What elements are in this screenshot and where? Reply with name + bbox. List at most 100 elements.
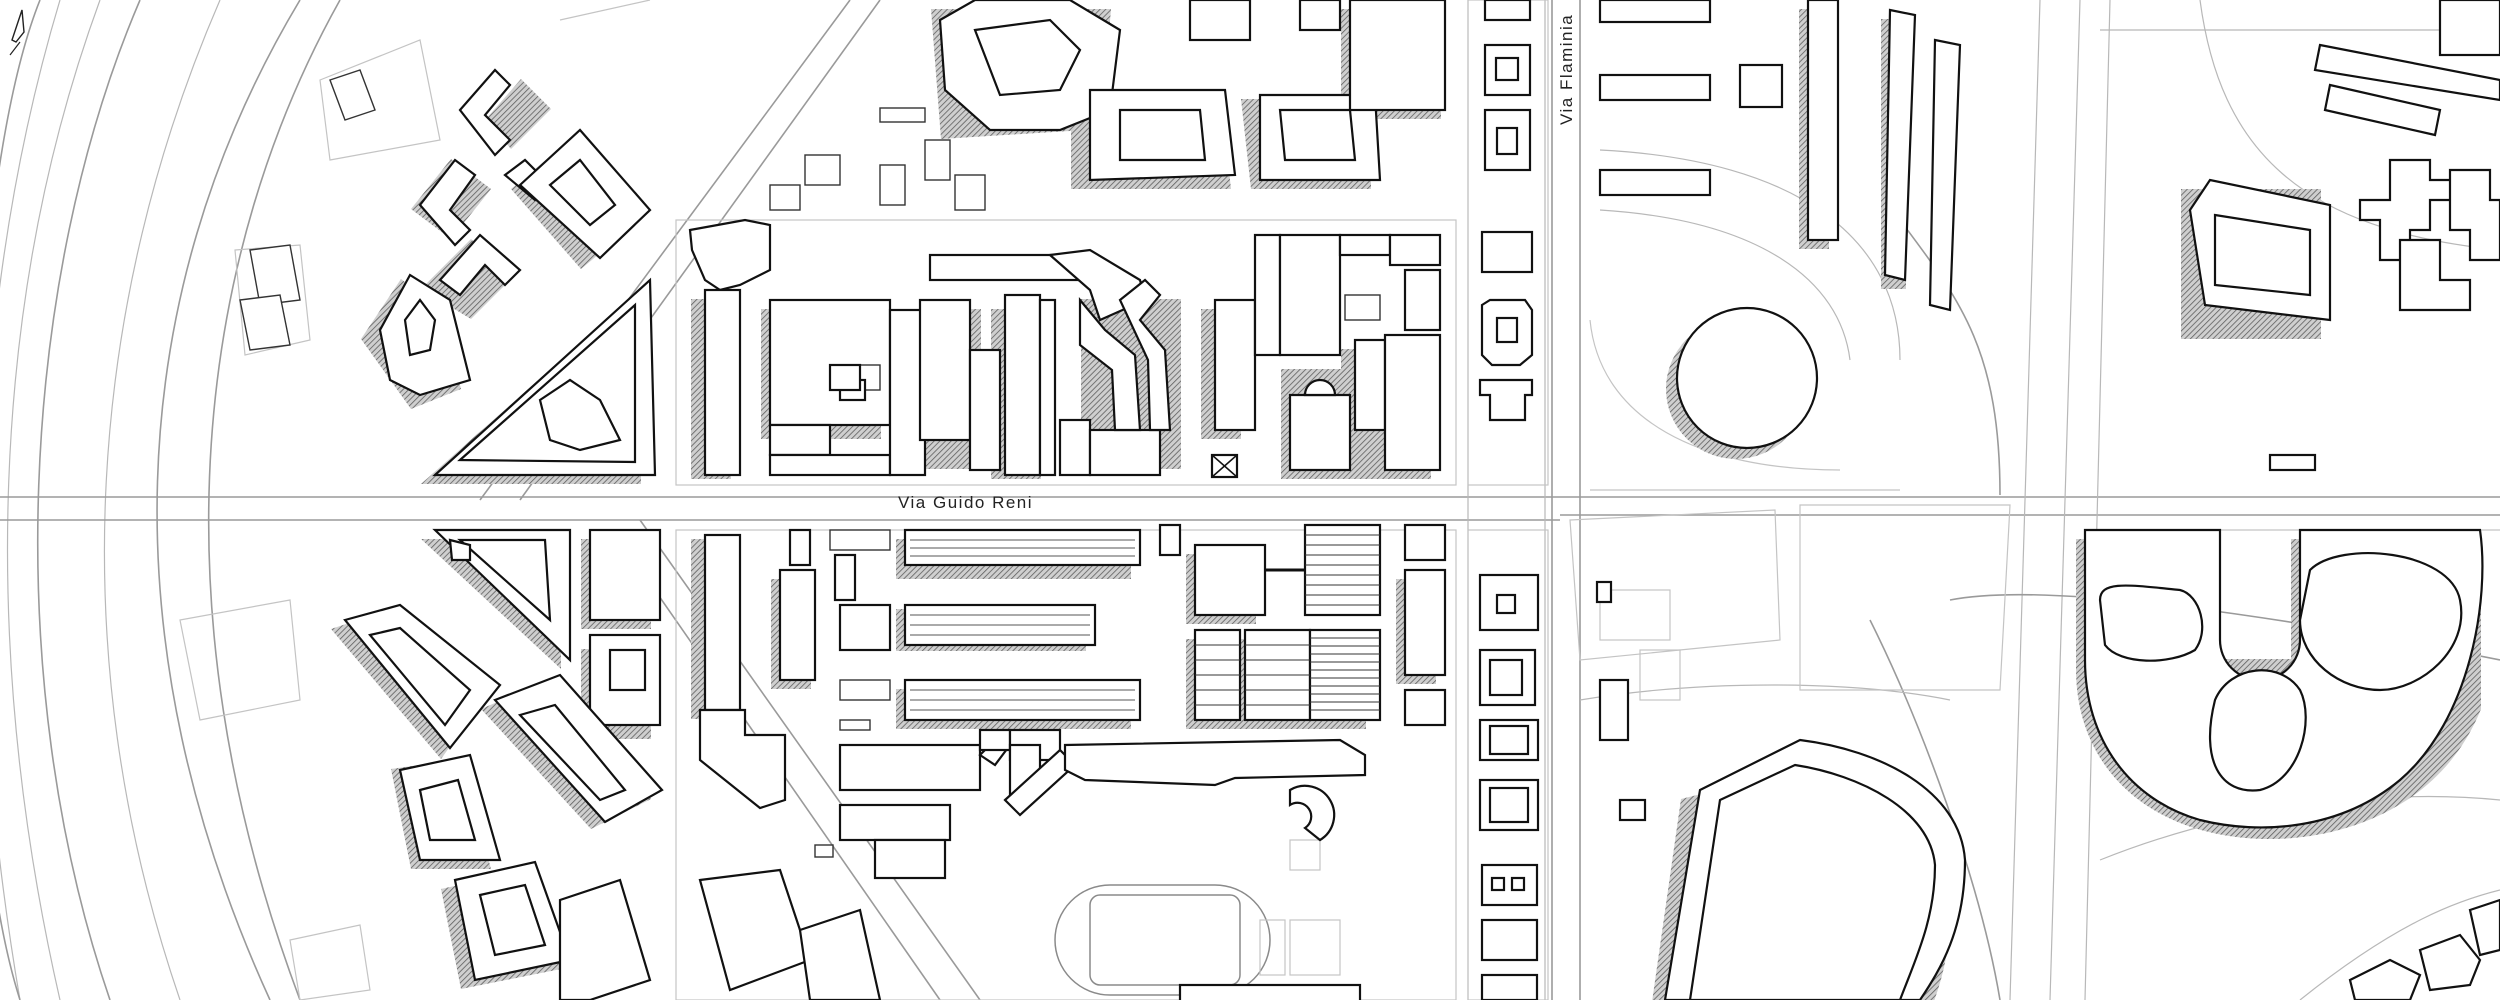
building [2448, 168, 2500, 262]
building [1253, 233, 1282, 357]
courtyard [2213, 213, 2312, 297]
building [1188, 0, 1252, 42]
building [1213, 298, 1257, 432]
building [1288, 784, 1336, 842]
building [829, 529, 891, 551]
building [698, 868, 812, 992]
street-label-via-flaminia: Via Flaminia [1557, 14, 1576, 125]
building [873, 838, 947, 880]
building [1038, 298, 1057, 477]
building-shadows [331, 9, 2481, 1000]
building [1490, 876, 1506, 892]
building [458, 68, 512, 157]
building [1078, 296, 1142, 432]
building [928, 253, 1082, 282]
building [2098, 584, 2204, 662]
building [2323, 83, 2442, 137]
building [2208, 669, 2307, 792]
building [2358, 158, 2462, 262]
building [448, 538, 472, 562]
building [814, 844, 834, 858]
building [879, 164, 906, 206]
building [768, 453, 892, 477]
building [1928, 38, 1962, 312]
stadium-field [1688, 763, 1937, 1000]
building [1480, 918, 1539, 962]
building [1510, 876, 1526, 892]
building [1480, 863, 1539, 907]
building [1598, 678, 1630, 742]
courtyard [478, 883, 547, 957]
building [1298, 0, 1342, 32]
building [768, 298, 892, 427]
building [1063, 738, 1367, 787]
building [249, 244, 301, 306]
building [954, 174, 986, 211]
building [698, 708, 787, 810]
building [1595, 580, 1613, 604]
building [2398, 238, 2472, 312]
courtyard [368, 626, 472, 727]
building [1488, 724, 1530, 756]
building [1303, 378, 1337, 397]
building [918, 298, 972, 442]
building [978, 728, 1012, 752]
building [1403, 688, 1447, 727]
building [688, 218, 772, 292]
building [329, 69, 376, 121]
building [703, 533, 742, 712]
building [418, 158, 477, 247]
buildings [239, 0, 2500, 1000]
building [1480, 230, 1534, 274]
building [1806, 0, 1840, 242]
building [1483, 0, 1532, 22]
building [1403, 568, 1447, 677]
building [769, 184, 801, 211]
building [1303, 523, 1382, 617]
courtyard [418, 778, 477, 842]
building [1598, 0, 1712, 24]
building [924, 139, 951, 181]
building [1478, 378, 1534, 422]
building [588, 528, 662, 622]
building [1193, 543, 1267, 617]
building [239, 294, 291, 351]
building [778, 568, 817, 682]
building [2313, 43, 2500, 102]
building [1388, 233, 1442, 267]
building [804, 154, 841, 186]
building [1344, 294, 1381, 321]
building [768, 423, 832, 457]
building [1353, 338, 1387, 432]
building [2438, 0, 2500, 57]
building [1348, 0, 1447, 112]
building [2418, 933, 2482, 992]
building [1488, 786, 1530, 824]
building [2298, 552, 2463, 692]
building [1618, 798, 1647, 822]
building [1118, 278, 1172, 432]
building [1738, 63, 1784, 109]
building [968, 348, 1002, 472]
courtyard [457, 538, 552, 623]
street-labels: Via Guido Reni Via Flaminia [898, 14, 1576, 512]
building [838, 603, 892, 652]
building [838, 743, 982, 792]
building [1494, 56, 1520, 82]
building [1598, 168, 1712, 197]
building [1383, 333, 1442, 472]
building [2348, 958, 2422, 1000]
building [1278, 233, 1342, 357]
building [1495, 316, 1519, 344]
building [703, 288, 742, 477]
building [828, 363, 862, 392]
building [1003, 293, 1042, 477]
building [1403, 268, 1442, 332]
building [1480, 973, 1539, 1000]
building [2268, 453, 2317, 472]
north-arrow-icon [9, 9, 25, 56]
building [1178, 983, 1362, 1000]
gasometer [1675, 306, 1819, 450]
